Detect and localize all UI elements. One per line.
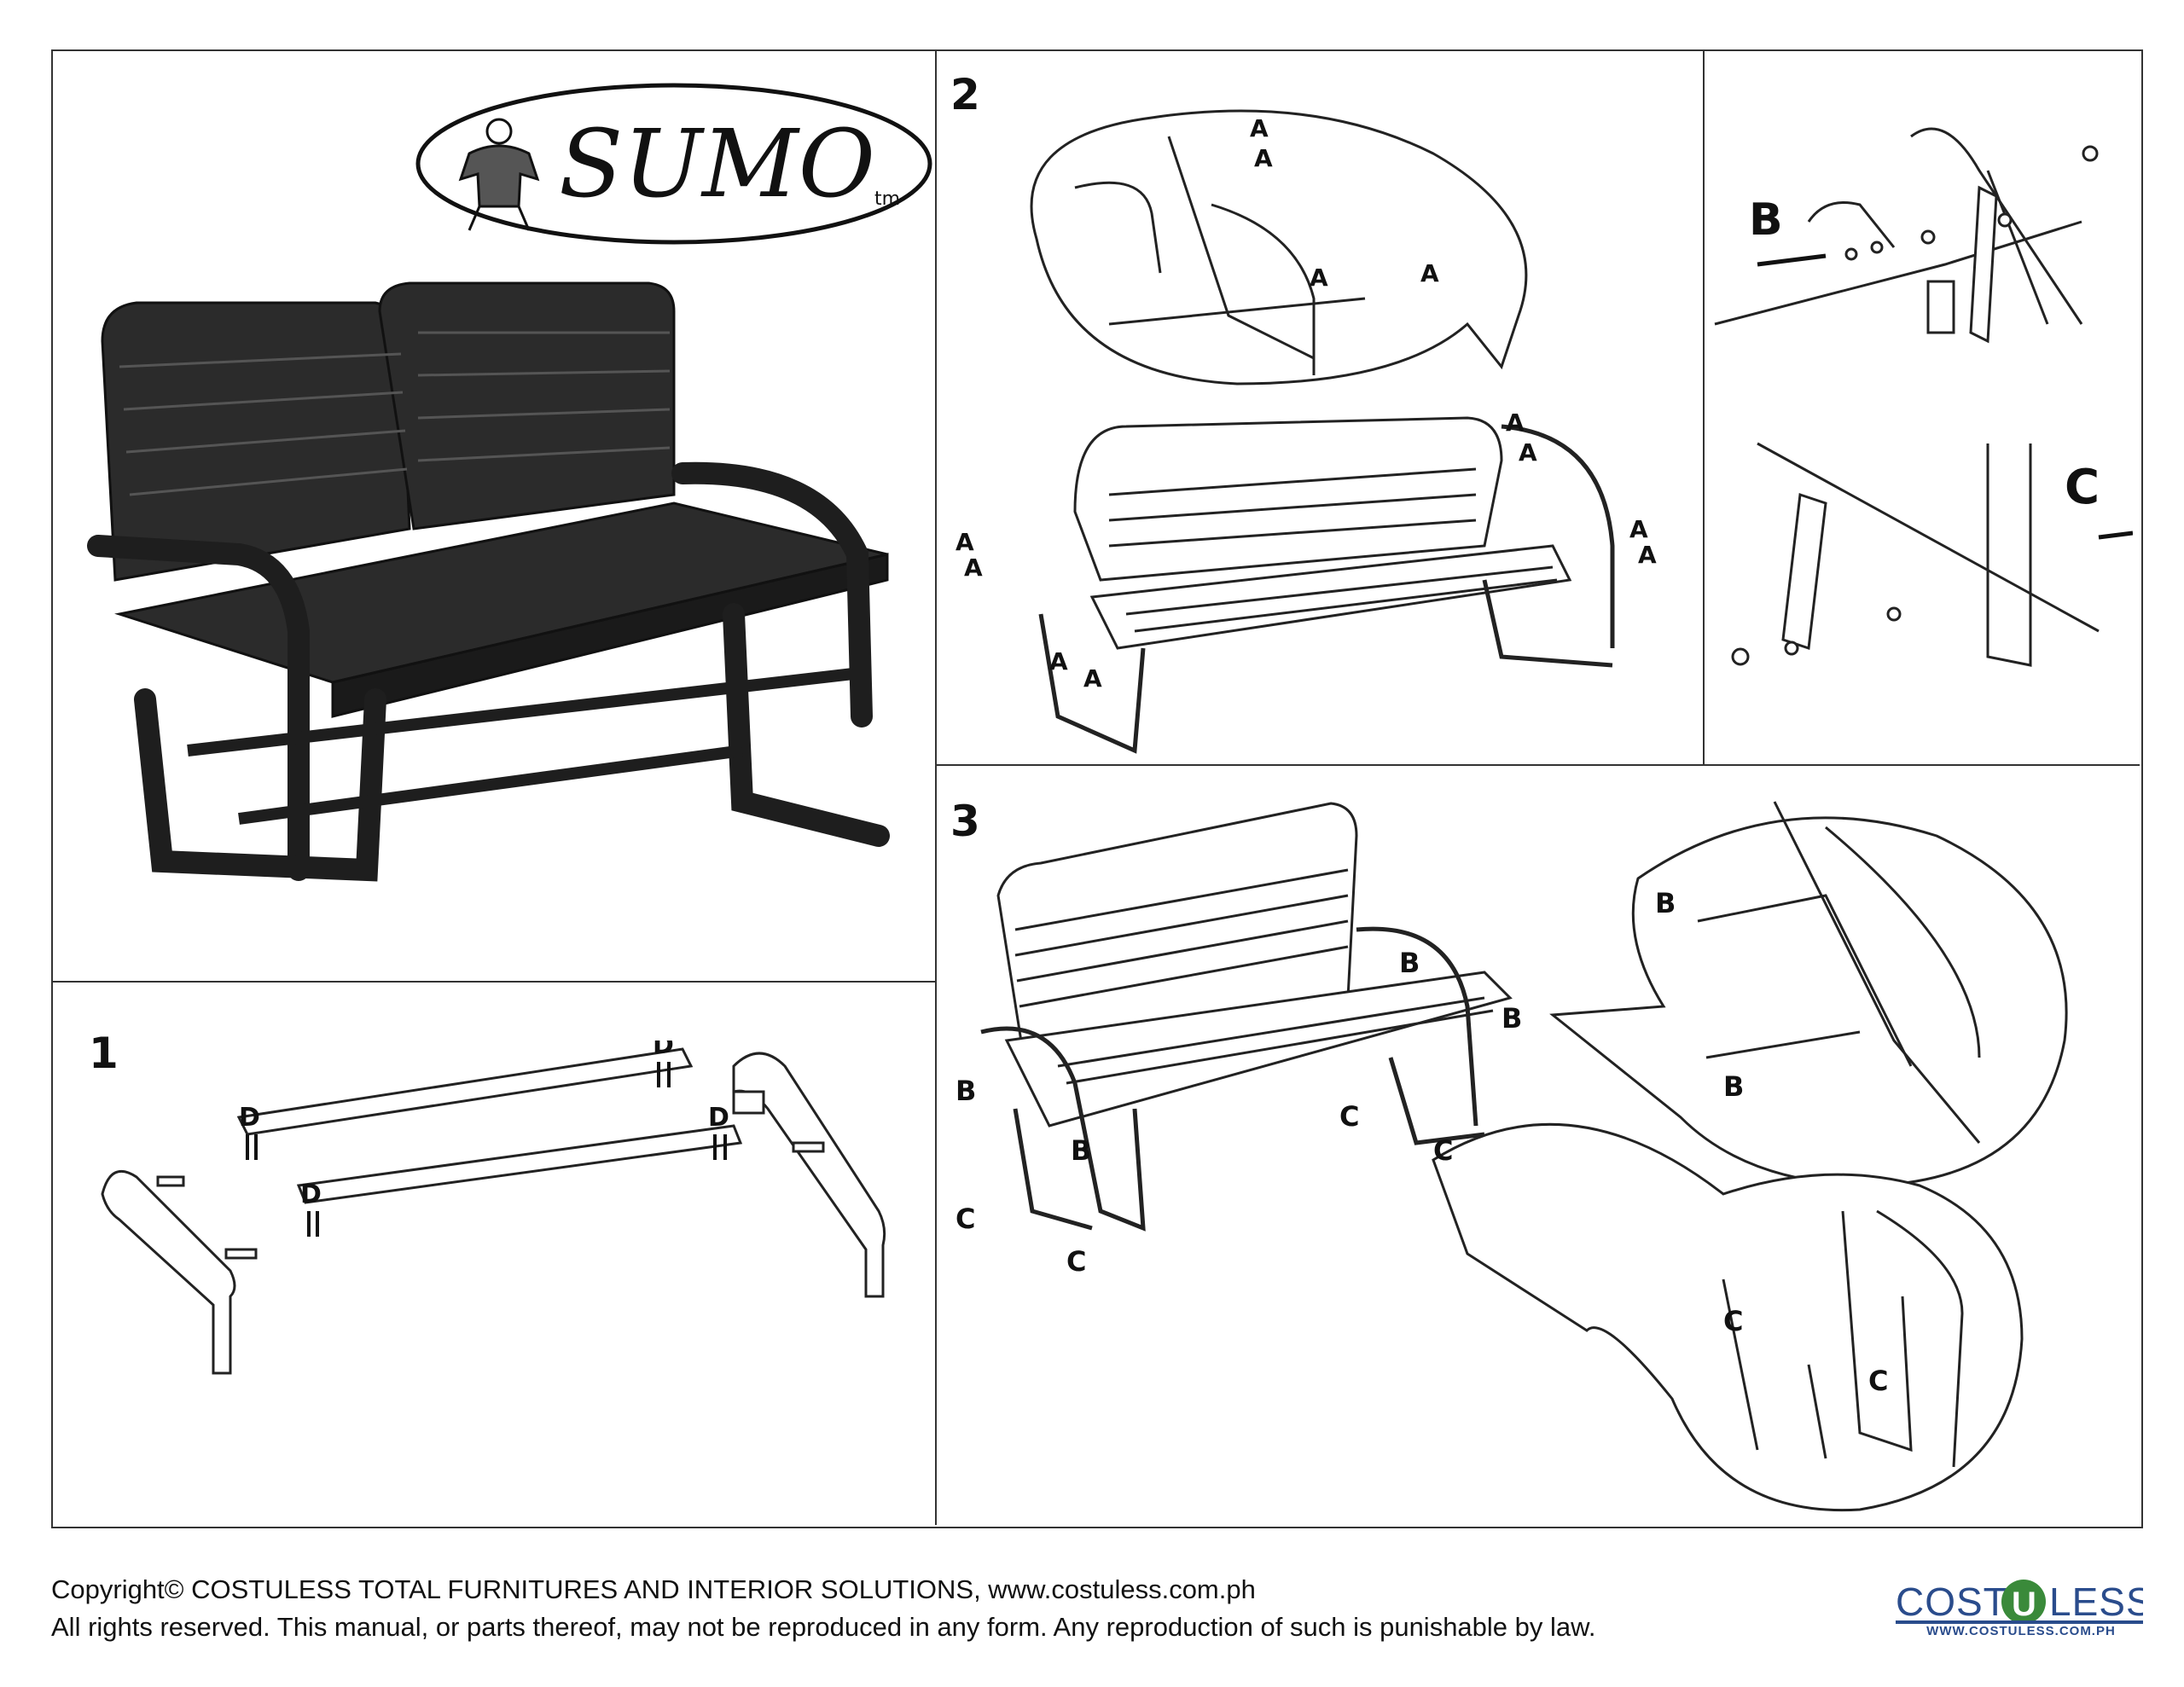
- step-3-label-b-1: B: [1399, 947, 1420, 979]
- step-3-label-c-4: C: [1066, 1245, 1086, 1278]
- step-1-label-d-2: D: [300, 1180, 322, 1209]
- detail-b-c-diagram: B C: [1714, 127, 2133, 667]
- step-3-label-b-6: B: [1723, 1070, 1744, 1103]
- manual-sheet: [51, 49, 2143, 1528]
- sumo-tm: tm: [874, 188, 900, 210]
- divider-right-row: [935, 764, 2140, 766]
- costuless-logo: COST U LESS: [1896, 1580, 2143, 1624]
- detail-label-b: B: [1749, 194, 1783, 246]
- step-2-label-a-8: A: [964, 554, 983, 582]
- step-3-label-b-2: B: [1502, 1002, 1522, 1035]
- step-3-label-c-5: C: [1723, 1305, 1743, 1337]
- step-2-number: 2: [950, 70, 980, 119]
- costuless-logo-right: LESS: [2049, 1580, 2143, 1624]
- sumo-logo: SUMO tm: [415, 83, 932, 245]
- sumo-wrestler-icon: [458, 118, 540, 231]
- footer-copyright: Copyright© COSTULESS TOTAL FURNITURES AN…: [51, 1574, 1256, 1604]
- costuless-logo-left: COST: [1896, 1580, 2008, 1624]
- detail-label-c: C: [2065, 460, 2100, 515]
- step-1-label-d-1: D: [239, 1103, 260, 1133]
- step-3-label-c-3: C: [956, 1203, 975, 1235]
- step-1-number: 1: [89, 1029, 119, 1078]
- step-2-label-a-3: A: [1310, 264, 1328, 292]
- divider-left-row: [51, 981, 937, 983]
- costuless-url: WWW.COSTULESS.COM.PH: [1926, 1624, 2116, 1638]
- step-2-label-a-2: A: [1254, 144, 1273, 172]
- step-3-number: 3: [950, 797, 980, 846]
- step-1-diagram: D D D D: [101, 1041, 886, 1375]
- costuless-u-badge-icon: [2001, 1580, 2046, 1624]
- divider-left: [935, 49, 937, 1525]
- step-1-label-d-3: D: [653, 1041, 674, 1060]
- divider-right: [1703, 49, 1705, 764]
- step-2-label-a-6: A: [1519, 438, 1537, 467]
- step-3-label-c-6: C: [1868, 1365, 1888, 1397]
- step-3-label-b-4: B: [1071, 1134, 1091, 1167]
- step-3-label-c-1: C: [1339, 1100, 1359, 1133]
- step-2-label-a-10: A: [1638, 541, 1657, 569]
- step-1-label-d-4: D: [708, 1103, 729, 1133]
- step-3-label-b-3: B: [956, 1075, 976, 1107]
- step-3-label-c-2: C: [1433, 1134, 1453, 1167]
- step-2-diagram: A A A A A A A A A A A A: [956, 109, 1657, 754]
- step-2-label-a-7: A: [956, 528, 974, 556]
- step-3-diagram: B B B B B B C C C C C C: [956, 801, 2068, 1512]
- step-2-label-a-1: A: [1250, 114, 1269, 142]
- sumo-logo-text: SUMO: [559, 109, 875, 218]
- step-2-label-a-4: A: [1420, 259, 1439, 287]
- step-3-label-b-5: B: [1655, 887, 1676, 919]
- costuless-logo-middle: U: [2012, 1586, 2036, 1623]
- step-2-label-a-9: A: [1629, 515, 1648, 543]
- footer-rights: All rights reserved. This manual, or par…: [51, 1612, 1596, 1642]
- costuless-underline: [1896, 1620, 2143, 1624]
- step-2-label-a-12: A: [1083, 664, 1102, 693]
- bench-photo: [87, 281, 890, 882]
- step-2-label-a-11: A: [1049, 647, 1068, 675]
- step-2-label-a-5: A: [1506, 409, 1525, 437]
